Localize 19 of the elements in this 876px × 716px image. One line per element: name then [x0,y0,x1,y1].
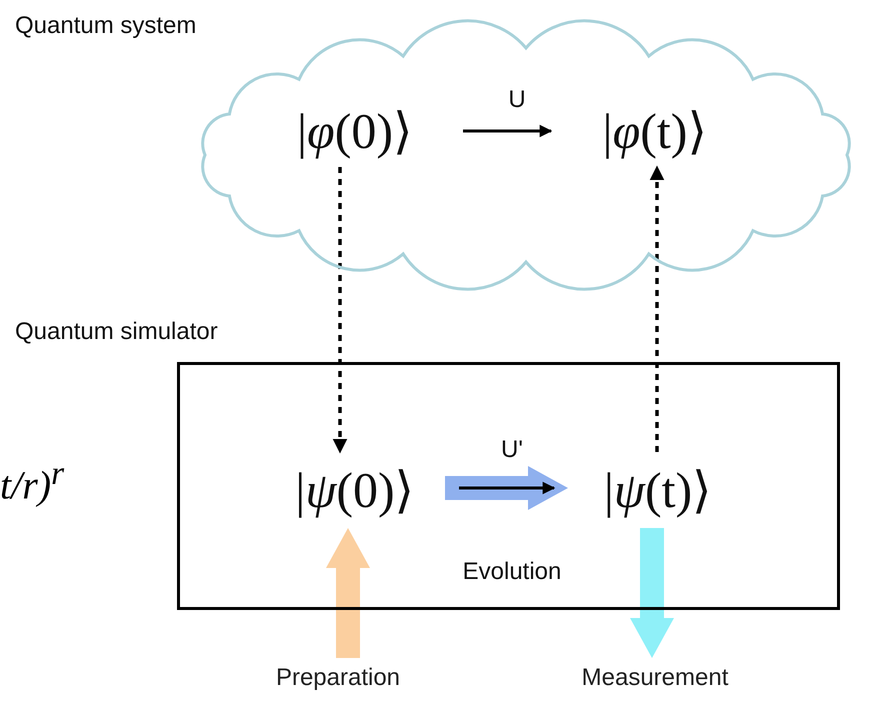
heading-text: Quantum simulator [15,318,218,346]
edge-label: U' [501,438,523,462]
heading-text: Quantum system [15,12,196,40]
block-arrow [326,528,370,658]
state-label: |φ(0)⟩ [296,102,414,161]
state-label: |φ(t)⟩ [602,102,708,161]
block-arrow [630,528,674,658]
state-label: |ψ(t)⟩ [602,461,714,520]
arrow [463,124,552,138]
state-label: |ψ(0)⟩ [294,461,416,520]
edge-label: U [508,88,526,112]
step-label: Preparation [274,663,402,693]
arrow [459,482,556,494]
dashed-arrow [332,167,348,454]
dashed-arrow [650,166,664,452]
step-label: Measurement [580,663,730,693]
block-arrow [445,466,568,510]
formula-text: t/r)$^{r}$ [0,455,64,508]
edge-label: Evolution [462,560,562,584]
